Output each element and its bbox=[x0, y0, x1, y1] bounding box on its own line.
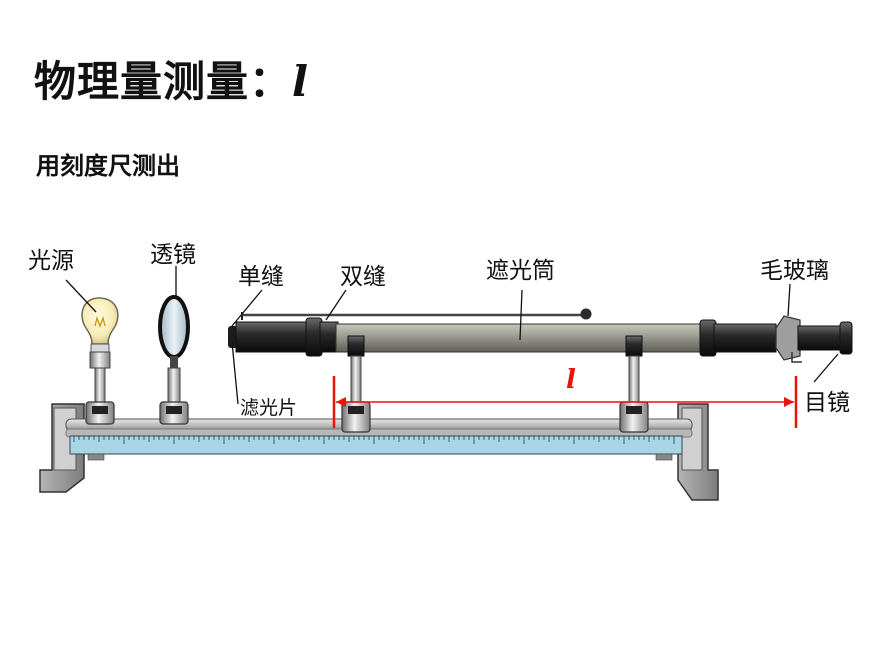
lens bbox=[158, 295, 190, 425]
label-eyepiece: 目镜 bbox=[804, 390, 850, 416]
label-double-slit: 双缝 bbox=[340, 264, 386, 290]
leader-lines bbox=[65, 266, 839, 405]
ground-glass-eyepiece bbox=[775, 315, 853, 363]
light-bulb bbox=[81, 297, 119, 425]
label-ground-glass: 毛玻璃 bbox=[760, 258, 829, 284]
bench-right-support bbox=[677, 403, 719, 501]
double-slit-post bbox=[341, 335, 371, 433]
length-symbol-label: l bbox=[566, 365, 576, 395]
label-filter: 滤光片 bbox=[240, 397, 297, 419]
length-measurement: l bbox=[332, 365, 798, 428]
light-shield-tube bbox=[335, 319, 777, 357]
page-title: 物理量测量：l bbox=[34, 48, 309, 109]
title-symbol: l bbox=[292, 57, 309, 106]
subtitle: 用刻度尺测出 bbox=[36, 152, 180, 180]
title-prefix: 物理量测量： bbox=[34, 57, 293, 106]
label-light-shield-tube: 遮光筒 bbox=[486, 258, 555, 284]
ruler-scale bbox=[69, 435, 683, 461]
label-lens: 透镜 bbox=[150, 242, 196, 268]
label-light-source: 光源 bbox=[28, 248, 74, 274]
bench-rails bbox=[65, 418, 693, 438]
ruler-ticks bbox=[73, 436, 675, 444]
tube-rear-post bbox=[619, 335, 649, 433]
label-single-slit: 单缝 bbox=[238, 264, 284, 290]
single-slit-assembly bbox=[228, 308, 592, 357]
